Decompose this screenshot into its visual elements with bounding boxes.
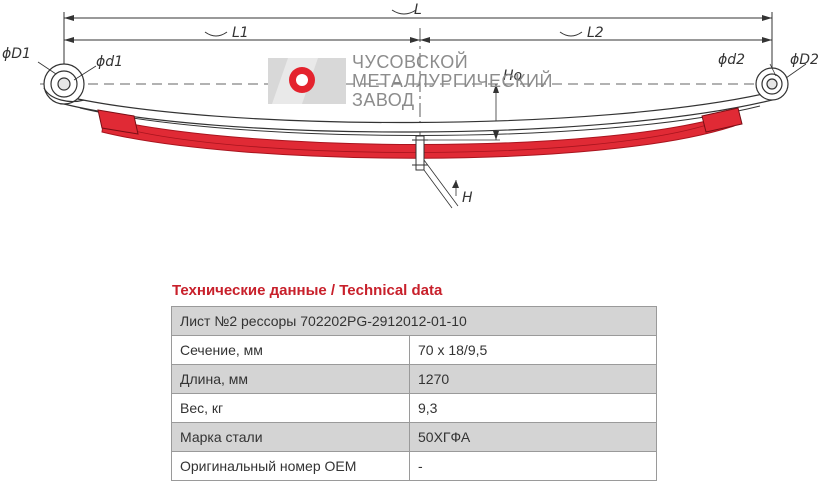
label-Ho: Ho [503,68,522,84]
dimension-L1-L2 [64,31,772,43]
technical-data-title: Технические данные / Technical data [172,282,443,299]
table-row: Оригинальный номер OEM - [171,451,657,481]
table-row: Сечение, мм 70 х 18/9,5 [171,335,657,365]
row-value: 50ХГФА [409,422,657,452]
left-pad [97,109,139,135]
main-leaf [63,91,773,133]
row-value: 1270 [409,364,657,394]
table-row: Вес, кг 9,3 [171,393,657,423]
leaf-spring-drawing: L L1 L2 Ho H ЧУСОВСКОЙ МЕТАЛЛУРГИ [2,2,819,209]
label-d1: ϕd1 [96,54,123,70]
left-eye [43,63,85,105]
label-L2: L2 [587,25,604,41]
label-d2: ϕd2 [718,52,745,68]
right-pad [701,107,743,133]
table-row: Длина, мм 1270 [171,364,657,394]
label-L1: L1 [232,25,249,41]
table-header-cell: Лист №2 рессоры 702202PG-2912012-01-10 [171,306,657,336]
center-bolt [412,135,428,171]
row-key: Вес, кг [171,393,410,423]
logo-line-2: МЕТАЛЛУРГИЧЕСКИЙ [352,70,553,91]
logo-line-1: ЧУСОВСКОЙ [352,51,468,72]
row-key: Марка стали [171,422,410,452]
company-logo: ЧУСОВСКОЙ МЕТАЛЛУРГИЧЕСКИЙ ЗАВОД [268,51,553,110]
technical-data-table: Лист №2 рессоры 702202PG-2912012-01-10 С… [171,306,657,481]
right-eye [755,67,789,101]
row-key: Сечение, мм [171,335,410,365]
diameter-leaders [37,61,807,81]
table-header-row: Лист №2 рессоры 702202PG-2912012-01-10 [171,306,657,336]
logo-line-3: ЗАВОД [352,90,415,110]
label-H: H [462,190,473,206]
row-value: - [409,451,657,481]
label-D1: ϕD1 [2,46,31,62]
row-value: 9,3 [409,393,657,423]
label-L: L [414,2,422,18]
dimension-L [63,9,773,82]
row-key: Длина, мм [171,364,410,394]
row-key: Оригинальный номер OEM [171,451,410,481]
row-value: 70 х 18/9,5 [409,335,657,365]
table-row: Марка стали 50ХГФА [171,422,657,452]
dimension-H [423,159,459,209]
label-D2: ϕD2 [790,52,819,68]
